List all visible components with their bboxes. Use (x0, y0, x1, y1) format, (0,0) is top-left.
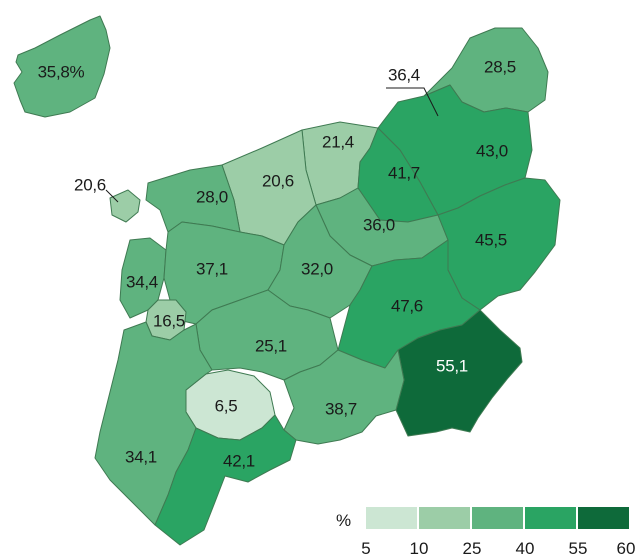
legend-unit: % (336, 511, 351, 530)
region-421 (154, 414, 297, 546)
label-city-364: 36,4 (388, 65, 420, 84)
legend-tick-2: 10 (410, 539, 429, 558)
label-551: 55,1 (436, 356, 468, 375)
legend-tick-3: 25 (463, 539, 482, 558)
legend-swatch-3 (472, 507, 523, 529)
label-455: 45,5 (475, 230, 507, 249)
legend-tick-5: 55 (569, 539, 588, 558)
region-wolin (13, 15, 111, 118)
leader-line-364 (386, 87, 439, 117)
legend-tick-4: 40 (516, 539, 535, 558)
label-344: 34,4 (126, 272, 158, 291)
label-371: 37,1 (196, 259, 228, 278)
legend-swatch-5 (578, 507, 629, 529)
region-551 (395, 309, 523, 437)
label-280: 28,0 (196, 187, 228, 206)
label-360: 36,0 (363, 215, 395, 234)
label-206-a: 20,6 (262, 171, 294, 190)
label-341: 34,1 (125, 447, 157, 466)
label-east-430: 43,0 (476, 141, 508, 160)
legend-swatch-1 (366, 507, 417, 529)
label-421: 42,1 (223, 451, 255, 470)
label-476: 47,6 (391, 296, 423, 315)
legend-swatch-2 (419, 507, 470, 529)
legend-swatch-4 (525, 507, 576, 529)
label-206-b: 20,6 (74, 175, 106, 194)
label-251: 25,1 (255, 336, 287, 355)
leader-line-206 (105, 189, 119, 203)
label-center-417: 41,7 (388, 163, 420, 182)
legend: % 5 10 25 40 55 60 (336, 507, 635, 558)
label-north-east: 28,5 (484, 57, 516, 76)
label-165: 16,5 (153, 311, 185, 330)
label-coast-214: 21,4 (322, 132, 354, 151)
label-320: 32,0 (301, 259, 333, 278)
label-387: 38,7 (325, 399, 357, 418)
label-65: 6,5 (215, 396, 238, 415)
legend-tick-6: 60 (617, 539, 636, 558)
region-city-206 (109, 189, 141, 223)
label-wolin: 35,8% (38, 62, 85, 81)
legend-tick-1: 5 (361, 539, 370, 558)
